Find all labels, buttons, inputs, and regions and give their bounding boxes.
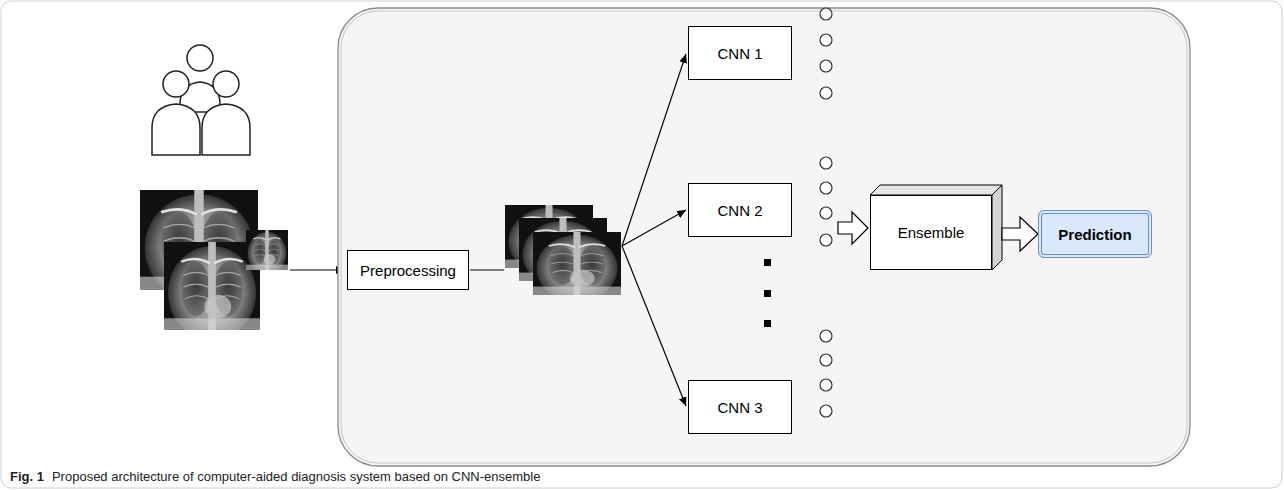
cnn-box: CNN 3 — [688, 380, 792, 434]
box-label: CNN 2 — [717, 202, 762, 219]
figure-number: Fig. 1 — [10, 469, 44, 484]
box-label: Preprocessing — [360, 262, 456, 279]
box-label: Ensemble — [898, 224, 965, 241]
box-label: Prediction — [1058, 226, 1131, 243]
cnn-box: CNN 1 — [688, 26, 792, 80]
process-box: Preprocessing — [347, 250, 469, 290]
caption-row: Fig. 1 Proposed architecture of computer-… — [10, 469, 540, 484]
prediction-box: Prediction — [1038, 210, 1152, 258]
block-arrow — [1002, 217, 1038, 251]
ensemble-box: Ensemble — [870, 195, 992, 270]
cnn-box: CNN 2 — [688, 183, 792, 237]
figure-caption: Proposed architecture of computer-aided … — [52, 469, 540, 484]
box-label: CNN 3 — [717, 399, 762, 416]
box-label: CNN 1 — [717, 45, 762, 62]
